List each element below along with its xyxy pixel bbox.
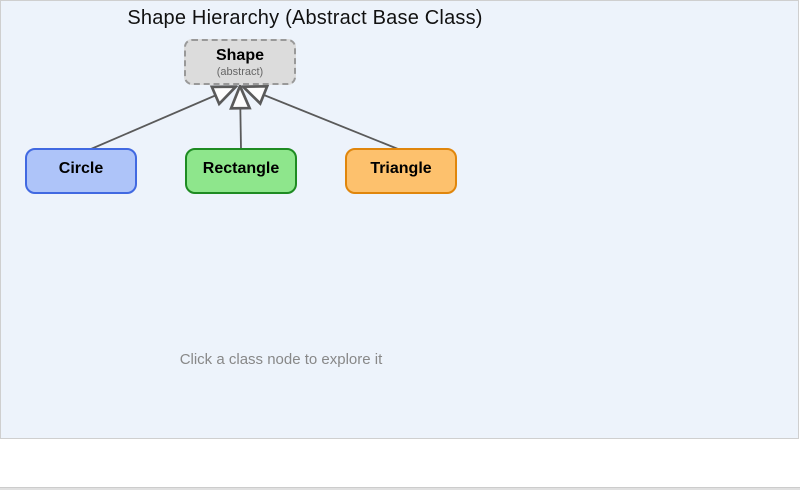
bottom-strip bbox=[0, 487, 800, 490]
hint-text: Click a class node to explore it bbox=[179, 351, 383, 368]
class-node-shape[interactable]: Shape (abstract) bbox=[184, 39, 296, 85]
inheritance-edges bbox=[90, 1, 399, 150]
diagram-title: Shape Hierarchy (Abstract Base Class) bbox=[127, 7, 483, 29]
diagram-panel: Shape Hierarchy (Abstract Base Class) Sh… bbox=[0, 0, 799, 439]
class-node-rectangle[interactable]: Rectangle bbox=[185, 148, 297, 194]
edge-triangle-to-shape bbox=[244, 87, 399, 150]
class-node-circle[interactable]: Circle bbox=[25, 148, 137, 194]
class-node-shape-stereotype: (abstract) bbox=[216, 66, 264, 78]
class-node-triangle-label: Triangle bbox=[370, 160, 432, 177]
class-node-shape-label: Shape bbox=[215, 47, 264, 64]
class-node-triangle[interactable]: Triangle bbox=[345, 148, 457, 194]
class-node-circle-label: Circle bbox=[58, 160, 104, 177]
edge-rectangle-to-shape bbox=[240, 87, 241, 150]
edge-circle-to-shape bbox=[90, 87, 235, 150]
class-node-rectangle-label: Rectangle bbox=[202, 160, 280, 177]
footer-area: Create Instance bbox=[0, 440, 800, 490]
